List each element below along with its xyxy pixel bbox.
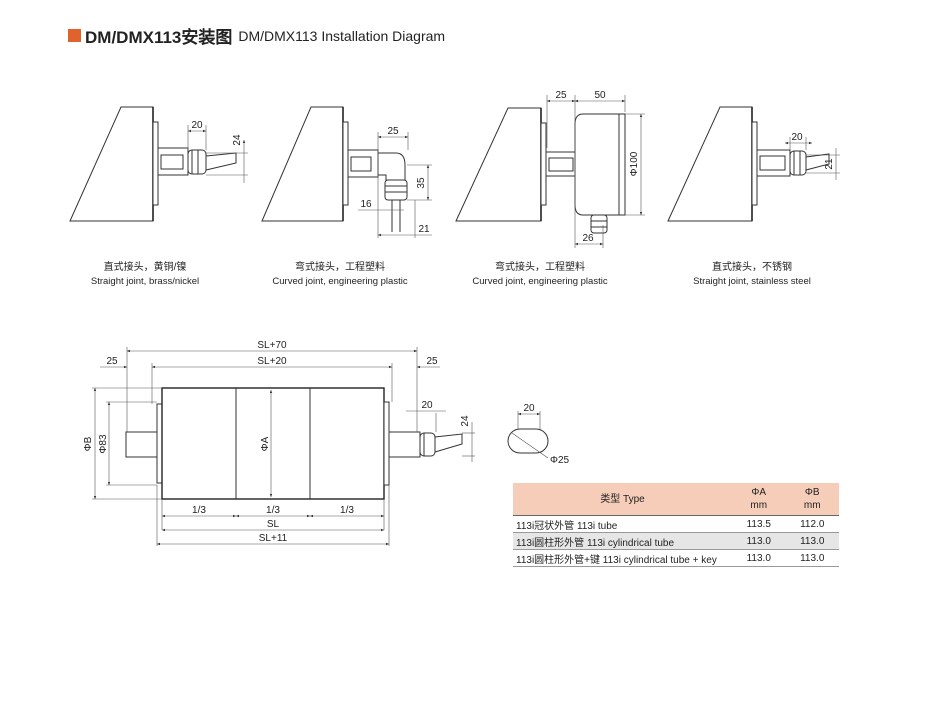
title-cn: DM/DMX113安装图 [85,28,233,47]
dim-label: 16 [360,199,372,210]
dim-20: 20 [421,400,433,411]
dim-label: 25 [555,90,567,101]
joint-diagram-straight-stainless: 20 21 直式接头，不锈钢 Straight joint, stainless… [667,106,840,287]
dim-label: Φ100 [629,151,640,176]
dim-sl-plus-70: SL+70 [257,340,287,351]
title-marker [68,29,81,42]
caption-en: Straight joint, brass/nickel [91,276,199,287]
joint-diagram-curved-box: 25 50 Φ100 26 弯式接头，工程塑料 Curved joint, en… [455,90,645,287]
dim-label: 35 [416,177,427,189]
caption-cn: 直式接头，不锈钢 [712,260,792,273]
dim-24: 24 [460,415,471,427]
dim-sl: SL [267,519,280,530]
dim-label: 21 [824,158,835,170]
col-type: 类型 Type [513,483,732,516]
dim-phi-83: Φ83 [98,434,109,454]
joint-diagram-curved-plastic: 25 35 16 21 弯式接头，工程塑料 Curved joint, engi… [261,106,432,287]
dim-label: 20 [191,120,203,131]
dim-label: 21 [418,224,430,235]
caption-cn: 弯式接头，工程塑料 [495,260,585,273]
shaft-section: 20 Φ25 [507,403,570,466]
dim-sl-plus-11: SL+11 [259,533,288,544]
caption-en: Curved joint, engineering plastic [272,276,407,287]
dim-phi-b: ΦB [83,436,94,451]
section-width-label: 20 [523,403,535,414]
page-title: DM/DMX113安装图 DM/DMX113 Installation Diag… [68,23,445,48]
dim-sl-plus-20: SL+20 [257,356,287,367]
section-dia-label: Φ25 [550,455,570,466]
dim-phi-a: ΦA [260,436,271,451]
dim-right-25: 25 [426,356,438,367]
joint-diagram-straight-brass: 20 24 直式接头，黄铜/镍 Straight joint, brass/ni… [69,106,248,287]
caption-en: Straight joint, stainless steel [693,276,811,287]
dim-one-third: 1/3 [266,505,280,516]
title-en: DM/DMX113 Installation Diagram [238,27,446,44]
roller-diagram: SL+70 SL+20 25 25 ΦB Φ83 ΦA 20 24 [83,340,475,546]
dim-label: 26 [582,233,594,244]
dim-one-third: 1/3 [192,505,206,516]
caption-cn: 弯式接头，工程塑料 [295,260,385,273]
dim-label: 25 [387,126,399,137]
dim-label: 20 [791,132,803,143]
caption-cn: 直式接头，黄铜/镍 [104,260,187,273]
dim-left-25: 25 [106,356,118,367]
dim-label: 50 [594,90,606,101]
caption-en: Curved joint, engineering plastic [472,276,607,287]
dim-label: 24 [232,134,243,146]
dim-one-third: 1/3 [340,505,354,516]
